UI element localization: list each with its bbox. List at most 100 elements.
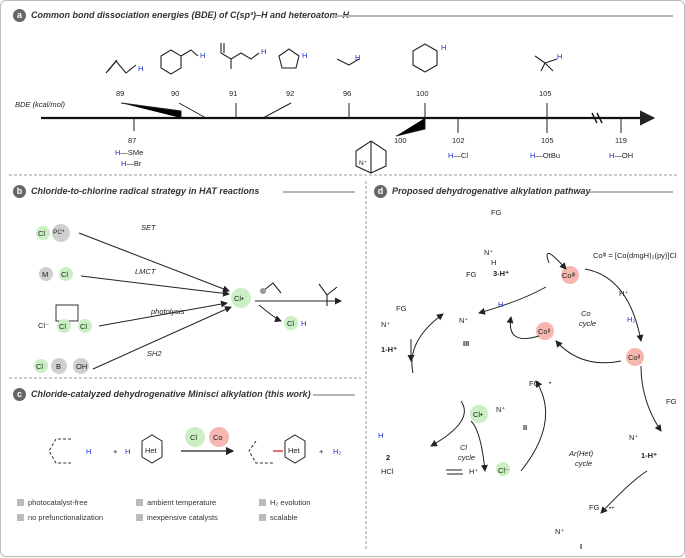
b-cl-5: Cl	[36, 362, 44, 371]
feature-item: scalable	[259, 513, 298, 522]
otbu-label: OtBu	[542, 151, 561, 160]
d-n-1h-right: N⁺	[629, 433, 639, 442]
bde-102: 102	[452, 136, 465, 145]
d-co-ii: Coᴵᴵ	[538, 327, 551, 336]
sme-h: H	[115, 148, 121, 157]
bde-87: 87	[128, 136, 137, 145]
panel-b-arrows	[78, 232, 342, 370]
route-photolysis: photolysis	[151, 307, 185, 316]
allyl-structure	[105, 59, 137, 74]
otbu-h: H	[530, 151, 536, 160]
d-cl-radical: Cl•	[473, 410, 483, 419]
d-n-iii: N⁺	[459, 316, 469, 325]
c-plus-1: +	[113, 447, 118, 456]
sme-label: SMe	[127, 148, 144, 157]
cl-cycle-l2: cycle	[458, 453, 476, 462]
d-n-i: N⁺	[555, 527, 565, 536]
bde-axis-label: BDE (kcal/mol)	[15, 100, 66, 109]
panel-d-badge: d	[374, 185, 387, 198]
methane-structure	[534, 55, 558, 72]
top-connectors	[120, 102, 548, 119]
b-cl-3: Cl	[59, 322, 67, 331]
main-cycle-arrows	[407, 253, 662, 514]
c-co: Co	[213, 433, 223, 442]
quinuclidinium-n: N⁺	[359, 160, 368, 167]
panel-b-radical	[318, 283, 338, 306]
panel-a-title: Common bond dissociation energies (BDE) …	[31, 10, 350, 20]
d-h-plus: H⁺	[619, 289, 629, 298]
cmpd-ii: II	[523, 423, 528, 432]
amide-h: H	[261, 47, 267, 56]
cyclohexane-h: H	[441, 43, 447, 52]
d-h-plus-2: H⁺	[469, 467, 479, 476]
feature-item: no prefunctionalization	[17, 513, 103, 522]
route-lmct: LMCT	[135, 267, 156, 276]
d-fg-1h: FG	[396, 304, 407, 313]
b-cl-radical: Cl•	[234, 294, 244, 303]
d-fg-ii: FG	[529, 379, 540, 388]
d-dotplus-i: •+	[609, 506, 615, 512]
thf-structure	[278, 48, 300, 69]
arhet-cycle-l2: cycle	[575, 459, 593, 468]
panel-c-badge: c	[13, 388, 26, 401]
d-n-ii: N⁺	[496, 405, 506, 414]
d-cl-minus: Cl⁻	[498, 466, 510, 475]
bde-105: 105	[539, 89, 552, 98]
benzyl-h: H	[200, 51, 206, 60]
cmpd-1h: 1-H⁺	[381, 345, 398, 354]
b-boron: B	[56, 362, 62, 371]
d-n-3h: N⁺	[484, 248, 494, 257]
b-cl-minus: Cl⁻	[38, 321, 50, 330]
panel-b-title: Chloride-to-chlorine radical strategy in…	[31, 186, 260, 196]
c-het-product: Het	[288, 446, 300, 455]
cmpd-3h: 3-H⁺	[493, 269, 510, 278]
c-het: Het	[145, 446, 157, 455]
d-fg-i: FG	[589, 503, 600, 512]
co-cycle-arrows	[555, 268, 644, 364]
bde-119: 119	[615, 136, 627, 145]
thf-h: H	[302, 51, 308, 60]
panel-b-alkyl	[260, 282, 282, 294]
panel-a-title-rule	[333, 15, 673, 17]
c-h: H	[86, 447, 92, 456]
d-hcl: HCl	[381, 467, 394, 476]
c-h2: H₂	[333, 447, 342, 456]
panel-a-badge: a	[13, 9, 26, 22]
route-set: SET	[141, 223, 156, 232]
c-cl: Cl	[190, 433, 198, 442]
methanol-h: H	[355, 53, 361, 62]
methanol-structure	[336, 58, 360, 66]
d-h2: H₂	[627, 315, 636, 324]
d-n-1h: N⁺	[381, 320, 391, 329]
cl-h: H	[448, 151, 454, 160]
d-fg-3h: FG	[491, 208, 502, 217]
panel-b-title-rule	[283, 191, 355, 193]
d-fg-1h-right: FG	[666, 397, 677, 406]
co-cycle-l1: Co	[581, 309, 591, 318]
cmpd-2: 2	[386, 453, 391, 462]
c-plus-2: +	[319, 447, 324, 456]
d-h-2: H	[378, 431, 384, 440]
feature-item: H₂ evolution	[259, 498, 310, 507]
d-h-3h: H	[491, 258, 497, 267]
bde-91: 91	[229, 89, 238, 98]
bde-90: 90	[171, 89, 180, 98]
bde-100-bottom: 100	[394, 136, 407, 145]
b-cl-2: Cl	[61, 270, 69, 279]
d-h-iii: H	[498, 300, 504, 309]
cl-label: Cl	[460, 151, 469, 160]
quinuclidine-structure	[355, 140, 387, 174]
bde-96: 96	[343, 89, 352, 98]
co-cycle-l2: cycle	[579, 319, 597, 328]
feature-item: photocatalyst-free	[17, 498, 88, 507]
bde-89: 89	[116, 89, 125, 98]
benzyl-structure	[160, 49, 199, 75]
b-hcl-cl: Cl	[287, 319, 295, 328]
methane-h: H	[557, 52, 563, 61]
panel-d-title: Proposed dehydrogenative alkylation path…	[392, 186, 591, 196]
b-metal: M	[42, 270, 49, 279]
cmpd-iii: III	[463, 339, 470, 348]
d-co-i: Coᴵᴵ	[628, 353, 641, 362]
b-cl-1: Cl	[38, 229, 46, 238]
